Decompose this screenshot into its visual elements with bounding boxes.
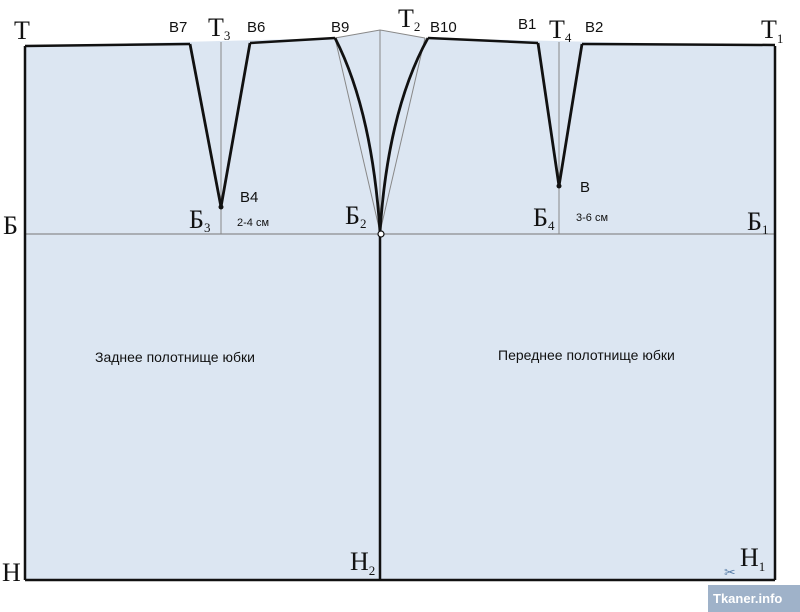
back-panel-caption: Заднее полотнище юбки — [95, 349, 255, 365]
scissors-icon: ✂ — [724, 565, 736, 581]
side-seam-front-curve — [378, 37, 430, 233]
label-t4: Т4 — [549, 15, 572, 45]
label-v9: В9 — [331, 19, 349, 36]
hip-center-point — [377, 230, 385, 238]
front-dart-depth: 3-6 см — [576, 212, 608, 224]
label-v1: В1 — [518, 16, 536, 33]
label-v6: В6 — [247, 19, 265, 36]
label-t3: Т3 — [208, 13, 230, 43]
label-b2: Б2 — [345, 201, 366, 231]
front-panel-caption: Переднее полотнище юбки — [498, 347, 675, 363]
label-v: В — [580, 179, 590, 196]
label-v7: В7 — [169, 19, 187, 36]
construction-lines — [220, 29, 560, 234]
dart-point-front — [556, 183, 562, 189]
label-t2: Т2 — [398, 4, 420, 34]
label-n: Н — [2, 558, 21, 587]
label-v2: В2 — [585, 19, 603, 36]
back-dart-depth: 2-4 см — [237, 217, 269, 229]
label-b: Б — [3, 211, 18, 240]
panel-outline — [23, 46, 777, 582]
label-b1: Б1 — [747, 207, 768, 237]
label-t1: Т1 — [761, 15, 783, 46]
side-seam-back-curve — [333, 37, 382, 233]
label-n2: Н2 — [350, 547, 375, 578]
watermark-text: Tkaner.info — [713, 591, 782, 606]
label-b4: Б4 — [533, 203, 555, 233]
label-b3: Б3 — [189, 205, 210, 235]
label-v10: В10 — [430, 19, 457, 36]
dart-point-back — [218, 204, 224, 210]
label-n1: Н1 — [740, 543, 765, 574]
label-v4: В4 — [240, 189, 258, 206]
watermark: ✂ Tkaner.info — [708, 565, 800, 612]
label-t: Т — [14, 16, 30, 45]
waist-line — [24, 36, 776, 48]
